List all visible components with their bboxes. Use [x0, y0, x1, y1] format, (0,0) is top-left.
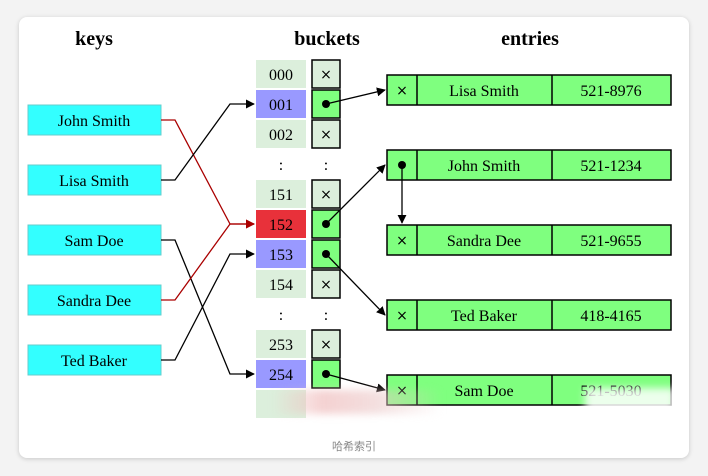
key-ted-baker: Ted Baker	[27, 344, 162, 376]
empty-pointer: ×	[320, 67, 332, 83]
bucket-151: 151	[269, 187, 293, 204]
bucket-000: 000	[269, 67, 293, 84]
entry-name: Lisa Smith	[449, 83, 519, 100]
hash-arrows	[161, 99, 255, 379]
key-label: Sam Doe	[64, 233, 123, 250]
bucket-001: 001	[269, 97, 293, 114]
arrow-sam-doe-to-254	[161, 239, 255, 379]
arrow-ted-baker-to-153	[161, 249, 255, 361]
key-lisa-smith: Lisa Smith	[27, 164, 162, 196]
entry-lisa-smith: × Lisa Smith 521-8976	[386, 74, 672, 106]
key-label: Sandra Dee	[57, 293, 131, 310]
entry-ted-baker: × Ted Baker 418-4165	[386, 299, 672, 331]
keys-header: keys	[75, 28, 113, 50]
entry-name: John Smith	[448, 158, 520, 175]
figure-caption: 哈希索引	[332, 440, 376, 453]
arrow-lisa-smith-to-001	[161, 99, 255, 181]
entry-phone: 521-8976	[580, 83, 641, 100]
bucket-002: 002	[269, 127, 293, 144]
buckets-header: buckets	[294, 28, 360, 50]
empty-pointer: ×	[320, 337, 332, 353]
entry-phone: 521-1234	[580, 158, 641, 175]
bucket-152: 152	[269, 217, 293, 234]
entry-name: Sam Doe	[454, 383, 513, 400]
entry-john-smith: John Smith 521-1234	[386, 149, 672, 181]
entry-sandra-dee: × Sandra Dee 521-9655	[386, 224, 672, 256]
bucket-list: 000 001 002 : 151 152 153 154 : 253 254	[256, 60, 306, 418]
pointer-ellipsis: :	[324, 307, 328, 324]
watermark-blur	[272, 390, 442, 414]
arrow-001-to-lisa-smith	[325, 87, 386, 105]
key-john-smith: John Smith	[27, 104, 162, 136]
bucket-ellipsis: :	[279, 157, 283, 174]
key-sandra-dee: Sandra Dee	[27, 284, 162, 316]
chain-arrows	[325, 87, 407, 393]
arrow-254-to-sam-doe	[325, 373, 386, 393]
pointer-ellipsis: :	[324, 157, 328, 174]
entry-phone: 521-9655	[580, 233, 641, 250]
watermark-blur	[585, 388, 675, 414]
entry-next-null: ×	[396, 233, 408, 249]
empty-pointer: ×	[320, 127, 332, 143]
bucket-pointer-column: × × : × × : ×	[311, 59, 341, 389]
key-label: Lisa Smith	[59, 173, 129, 190]
entry-list: × Lisa Smith 521-8976 John Smith 521-123…	[386, 74, 672, 406]
bucket-253: 253	[269, 337, 293, 354]
empty-pointer: ×	[320, 187, 332, 203]
key-label: John Smith	[58, 113, 130, 130]
arrow-sandra-dee-to-152	[161, 219, 255, 301]
arrow-152-to-john-smith	[325, 164, 386, 225]
entry-next-null: ×	[396, 308, 408, 324]
entry-next-null: ×	[396, 83, 408, 99]
key-sam-doe: Sam Doe	[27, 224, 162, 256]
key-label: Ted Baker	[61, 353, 128, 370]
entry-name: Sandra Dee	[447, 233, 521, 250]
bucket-254: 254	[269, 367, 293, 384]
entry-name: Ted Baker	[451, 308, 518, 325]
bucket-153: 153	[269, 247, 293, 264]
entries-header: entries	[501, 28, 559, 50]
entry-phone: 418-4165	[580, 308, 641, 325]
bucket-ellipsis: :	[279, 307, 283, 324]
key-list: John Smith Lisa Smith Sam Doe Sandra Dee…	[27, 104, 162, 376]
empty-pointer: ×	[320, 277, 332, 293]
arrow-153-to-ted-baker	[325, 253, 386, 316]
bucket-154: 154	[269, 277, 293, 294]
